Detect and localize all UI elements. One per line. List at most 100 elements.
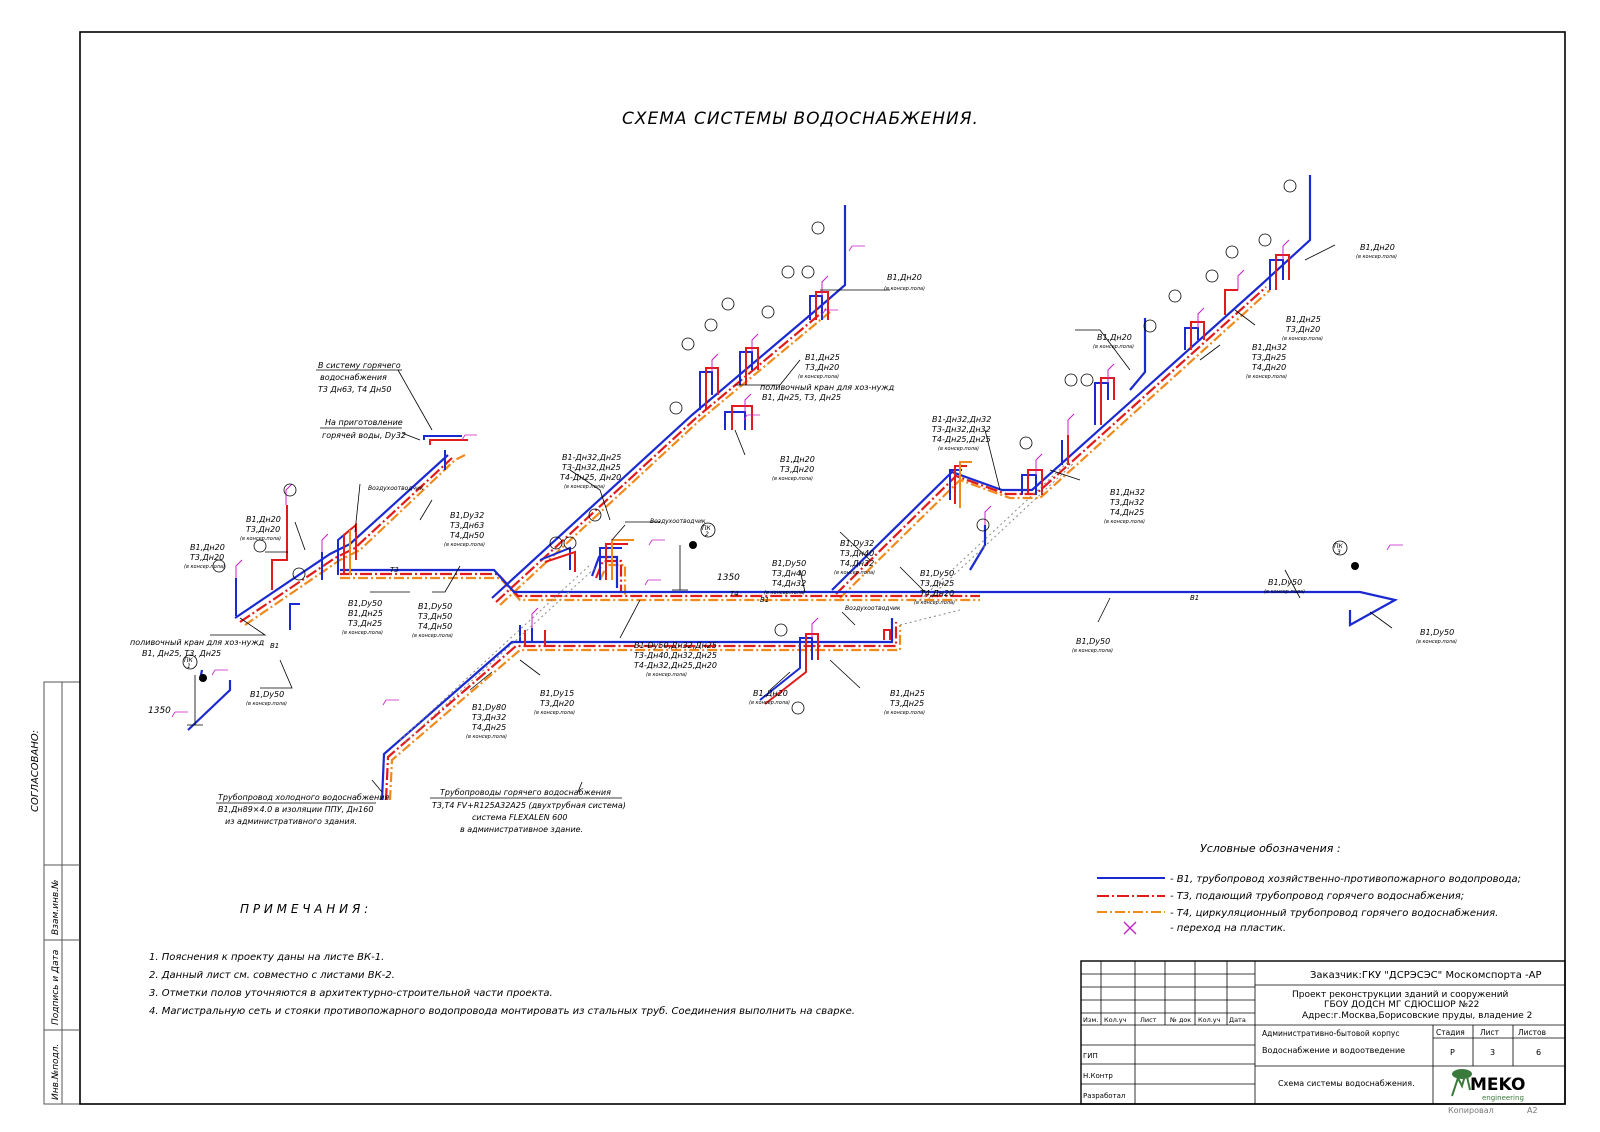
t3-tag: Т3 [390,566,399,574]
dotted-transitions [399,459,1076,743]
elevation-marks [171,245,1403,718]
svg-text:(в консер.пола): (в консер.пола) [884,286,925,292]
hot-supply-line-3: Т3 Дн63, Т4 Дн50 [318,385,391,394]
svg-text:(в консер.пола): (в консер.пола) [764,590,805,596]
b1-tag-2: В1 [1190,594,1199,602]
svg-text:(в консер.пола): (в консер.пола) [184,564,225,570]
svg-text:В1,Dy80: В1,Dy80 [472,703,506,712]
hot-main-3: система FLEXALEN 600 [472,813,567,822]
fire-hydrants: ПК 1 ПК 2 ПК 3 1350 1350 [148,522,1359,716]
svg-text:В1-Dy50,Дн32,Дн25: В1-Dy50,Дн32,Дн25 [634,641,717,650]
title-block [1080,960,1566,1105]
side-stamp: СОГЛАСОВАНО: Взам.инв.№ Подпись и Дата И… [30,682,80,1104]
svg-text:(в консер.пола): (в консер.пола) [466,734,507,740]
svg-text:Т3,Дн40: Т3,Дн40 [772,569,806,578]
svg-text:(в консер.пола): (в консер.пола) [749,700,790,706]
tb-col-list: Лист [1140,1016,1157,1024]
hot-main-4: в административное здание. [460,825,583,834]
pipe-network [187,175,1399,801]
svg-text:В1,Dy50: В1,Dy50 [1268,578,1302,587]
svg-text:(в консер.пола): (в консер.пола) [884,710,925,716]
height-1350-left: 1350 [148,706,171,716]
tb-copied: Копировал [1448,1106,1494,1115]
legend-item-b1: - В1, трубопровод хозяйственно-противопо… [1170,873,1521,885]
pk2-label: ПК [702,525,712,532]
svg-text:(в консер.пола): (в консер.пола) [342,630,383,636]
t4-tag: Т4 [730,590,739,598]
svg-text:Т3,Дн20: Т3,Дн20 [805,363,839,372]
svg-text:(в консер.пола): (в консер.пола) [798,374,839,380]
tb-col-koluch: Кол.уч [1104,1016,1127,1024]
cold-main-2: В1,Дн89×4.0 в изоляции ППУ, Дн160 [218,805,373,814]
svg-text:В1,Dy50: В1,Dy50 [1420,628,1454,637]
svg-text:(в консер.пола): (в консер.пола) [246,701,287,707]
svg-text:В1,Дн20: В1,Дн20 [246,515,281,524]
hot-supply-line-2: водоснабжения [320,373,387,382]
fire-hydrant-pk2: ПК 2 [689,522,716,549]
svg-text:Т4,Дн50: Т4,Дн50 [450,531,484,540]
svg-text:(в консер.пола): (в консер.пола) [834,570,875,576]
svg-text:(в консер.пола): (в консер.пола) [1356,254,1397,260]
svg-text:В1,Dy50: В1,Dy50 [250,690,284,699]
note-2: 2. Данный лист см. совместно с листами В… [149,970,395,981]
left-risers [235,435,468,630]
svg-text:(в консер.пола): (в консер.пола) [1416,639,1457,645]
legend-item-t3: - Т3, подающий трубопровод горячего водо… [1170,890,1464,902]
svg-text:В1-Дн32,Дн32: В1-Дн32,Дн32 [932,415,991,424]
tb-logo: MEKO [1470,1075,1525,1095]
svg-text:(в консер.пола): (в консер.пола) [1104,519,1145,525]
svg-text:Т4-Дн25, Дн20: Т4-Дн25, Дн20 [560,473,621,482]
svg-text:(в консер.пола): (в консер.пола) [772,476,813,482]
title-block-text: Заказчик:ГКУ "ДСРЭСЭС" Москомспорта -АР … [1083,970,1546,1115]
note-1: 1. Пояснения к проекту даны на листе ВК-… [149,952,384,963]
pk1-number: 1 [187,663,191,670]
callout-25: В1,Дн20 (в консер.пола) [1356,243,1397,260]
svg-text:(в консер.пола): (в консер.пола) [1093,344,1134,350]
tb-project-2: ГБОУ ДОДСН МГ СДЮСШОР №22 [1324,1000,1479,1010]
svg-text:(в консер.пола): (в консер.пола) [646,672,687,678]
tb-role-gip: ГИП [1083,1052,1098,1060]
page-title: СХЕМА СИСТЕМЫ ВОДОСНАБЖЕНИЯ. [622,109,979,129]
tb-project-1: Проект реконструкции зданий и сооружений [1292,990,1509,1000]
height-1350-right: 1350 [717,573,740,583]
svg-text:(в консер.пола): (в консер.пола) [1264,589,1305,595]
hot-prep-line-1: На приготовление [325,418,403,427]
tb-col-doc: № док [1169,1016,1191,1024]
tb-building: Административно-бытовой корпус [1262,1029,1399,1038]
svg-text:В1,Дн32: В1,Дн32 [1110,488,1145,497]
legend-item-plastic: - переход на пластик. [1170,923,1286,934]
right-risers [949,254,1290,508]
hot-supply-line-1: В систему горячего [318,361,401,370]
svg-text:В1,Dy50: В1,Dy50 [920,569,954,578]
svg-text:Т3,Дн25: Т3,Дн25 [1252,353,1286,362]
tb-customer: Заказчик:ГКУ "ДСРЭСЭС" Москомспорта -АР [1310,970,1542,981]
tb-sheet-label: Лист [1480,1028,1500,1037]
leader-lines [187,244,1393,793]
note-3: 3. Отметки полов уточняются в архитектур… [149,988,553,999]
pk3-number: 3 [1337,549,1341,556]
svg-text:Т3,Дн32: Т3,Дн32 [472,713,506,722]
note-4: 4. Магистральную сеть и стояки противопо… [149,1005,855,1017]
b1-tag: В1 [270,642,279,650]
callout-26: В1,Dy50 (в консер.пола) [1264,578,1305,595]
pk1-label: ПК [184,657,194,664]
svg-text:Т3,Дн20: Т3,Дн20 [780,465,814,474]
fixture-markers [212,179,1297,715]
tb-stage-label: Стадия [1436,1028,1465,1037]
svg-text:(в консер.пола): (в консер.пола) [444,542,485,548]
svg-text:В1,Дн25: В1,Дн25 [805,353,840,362]
callout-10: В1,Дн20(в консер.пола) [884,273,925,292]
svg-text:В1,Дн20: В1,Дн20 [753,689,788,698]
tb-stage-value: Р [1450,1048,1455,1057]
svg-text:(в консер.пола): (в консер.пола) [1282,336,1323,342]
cold-main-3: из административного здания. [225,817,357,826]
svg-text:В1,Дн20: В1,Дн20 [1360,243,1395,252]
svg-text:Т4,Дн50: Т4,Дн50 [418,622,452,631]
